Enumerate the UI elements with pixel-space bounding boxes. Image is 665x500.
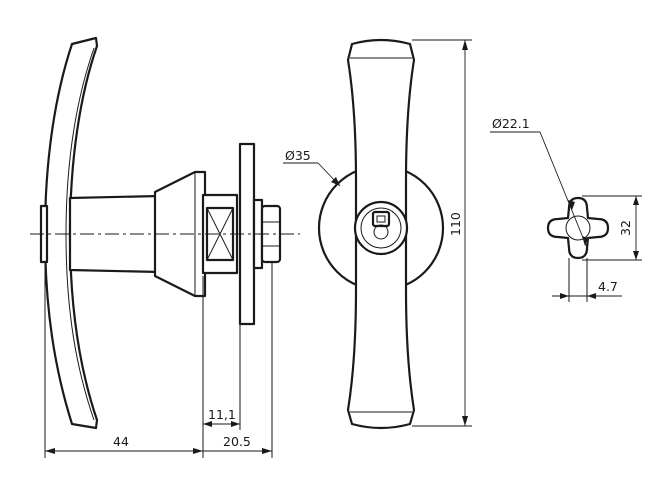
front-view: Ø35 110 (283, 38, 472, 430)
arrow-110-bottom (462, 416, 468, 426)
front-key-plug (373, 224, 389, 240)
arrow-110-top (462, 40, 468, 50)
side-handle-grip (43, 36, 99, 430)
dim-label-20-5: 20.5 (223, 434, 251, 449)
arrow-20-5-right (262, 448, 272, 454)
arrow-rose (331, 177, 340, 186)
front-lock-cylinder-outer (353, 200, 409, 256)
star-profile: Ø22.1 32 4.7 (490, 116, 642, 302)
arrow-4-7-right (587, 293, 596, 299)
dim-label-32: 32 (618, 220, 633, 236)
arrow-star-upper (568, 200, 575, 210)
arrow-32-bottom (633, 251, 639, 260)
side-view: 44 20.5 11,1 (30, 36, 300, 458)
dim-label-star-diameter: Ø22.1 (492, 116, 530, 131)
arrow-32-top (633, 196, 639, 205)
dim-label-11-1: 11,1 (208, 407, 236, 422)
arrow-4-7-left (560, 293, 569, 299)
front-lock-cylinder-inner (360, 207, 402, 249)
leader-star-diagonal (539, 131, 589, 251)
front-keyway-slot (376, 215, 386, 223)
arrow-44-right (193, 448, 203, 454)
side-nut-diagonal-2 (206, 207, 234, 261)
front-keyway (371, 210, 391, 228)
dim-label-110: 110 (448, 212, 463, 236)
dim-label-4-7: 4.7 (598, 279, 618, 294)
arrow-44-left (45, 448, 55, 454)
star-core (565, 215, 591, 241)
arrow-11-1-left (203, 421, 212, 427)
arrow-star-lower (582, 236, 588, 246)
arrow-11-1-right (231, 421, 240, 427)
star-shape (546, 196, 610, 260)
dim-label-rose-diameter: Ø35 (285, 148, 311, 163)
dim-label-44: 44 (113, 434, 129, 449)
